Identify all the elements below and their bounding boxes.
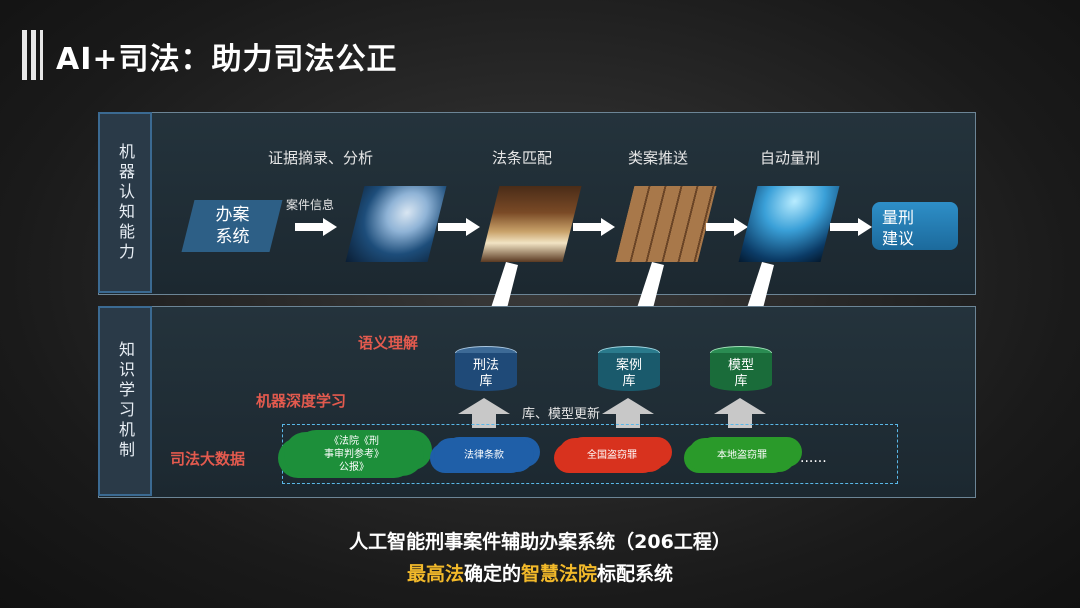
arrow-right-icon [295,218,337,236]
criminal-law-database: 刑法库 [455,346,517,398]
caption-text-2: 标配系统 [597,563,673,585]
sentencing-advice-line1: 量刑 [882,207,958,228]
cloud-text: 全国盗窃罪 [587,449,637,462]
big-data-label: 司法大数据 [170,448,245,469]
caption-line1: 人工智能刑事案件辅助办案系统（206工程） [0,527,1080,554]
step-law-label: 法条匹配 [492,147,552,168]
data-cloud-law-articles: 法律条款 [434,438,534,472]
arrow-right-icon [573,218,615,236]
case-system-line2: 系统 [188,226,276,248]
sentencing-advice-line2: 建议 [882,228,958,249]
data-cloud-journals: 《法院《刑 事审判参考》 公报》 [284,432,424,476]
case-system-box: 办案 系统 [182,200,283,252]
step-case-label: 类案推送 [628,147,688,168]
model-database: 模型库 [710,346,772,398]
deep-learning-label: 机器深度学习 [256,390,346,411]
page-title: AI+司法：助力司法公正 [56,34,398,78]
learning-side-label: 知识学习机制 [98,306,152,496]
cloud-text: 法律条款 [464,449,504,462]
cloud-line: 《法院《刑 [324,435,384,448]
cloud-line: 公报》 [324,461,384,474]
caption-highlight-1: 最高法 [407,563,464,585]
case-info-label: 案件信息 [286,196,334,213]
db-label-line2: 库 [598,374,660,390]
case-system-line1: 办案 [188,204,276,226]
data-cloud-local-theft: 本地盗窃罪 [688,438,796,472]
arrow-right-icon [830,218,872,236]
step-evidence-label: 证据摘录、分析 [268,147,373,168]
cloud-line: 事审判参考》 [324,448,384,461]
db-label-line2: 库 [455,374,517,390]
cloud-text: 本地盗窃罪 [717,449,767,462]
arrow-right-icon [438,218,480,236]
db-label-line2: 库 [710,374,772,390]
case-database: 案例库 [598,346,660,398]
sentencing-advice-box: 量刑 建议 [872,202,958,250]
title-decoration [22,30,46,80]
cognition-side-label: 机器认知能力 [98,112,152,293]
data-cloud-national-theft: 全国盗窃罪 [558,438,666,472]
step-sentence-label: 自动量刑 [760,147,820,168]
semantic-understanding-label: 语义理解 [358,332,418,353]
arrow-right-icon [706,218,748,236]
db-label-line1: 模型 [710,358,772,374]
caption-text-1: 确定的 [464,563,521,585]
caption-line2: 最高法确定的智慧法院标配系统 [0,559,1080,586]
db-label-line1: 刑法 [455,358,517,374]
db-label-line1: 案例 [598,358,660,374]
update-label: 库、模型更新 [522,403,600,422]
caption-highlight-2: 智慧法院 [521,563,597,585]
ellipsis: ...... [800,450,827,466]
